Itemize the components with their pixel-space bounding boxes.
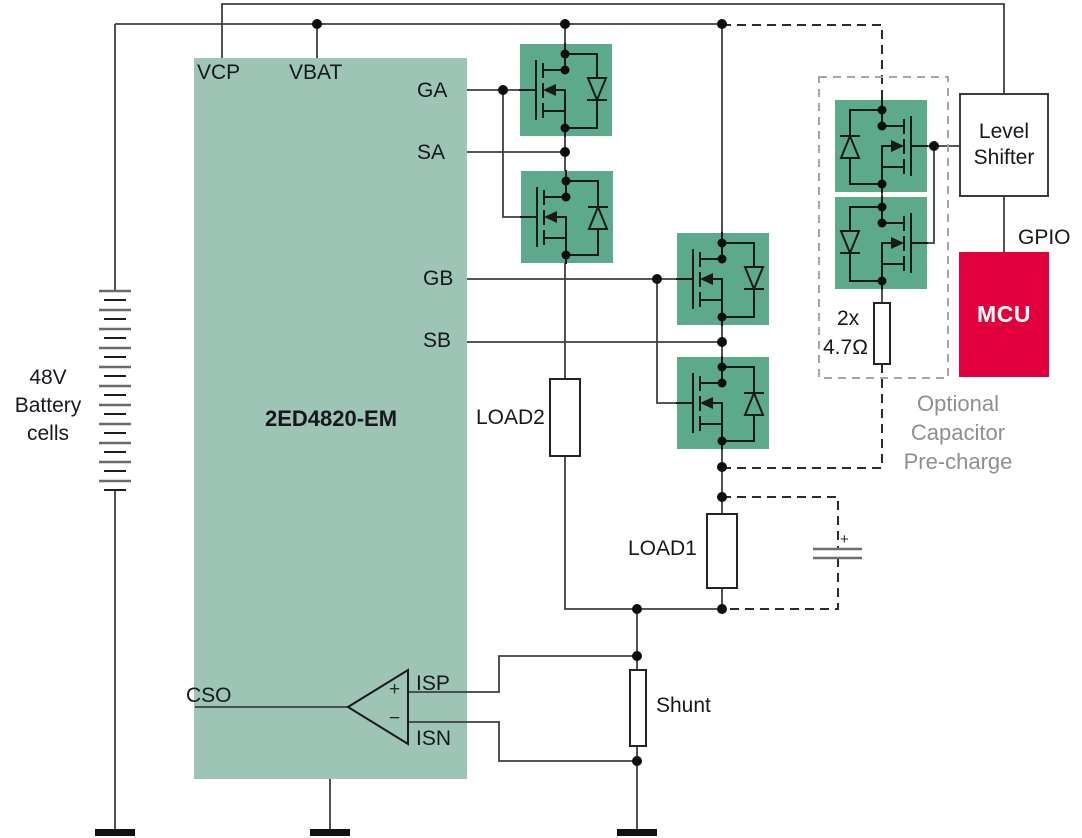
precharge-note: Optional Capacitor Pre-charge bbox=[854, 389, 1062, 476]
battery-label-line2: Battery bbox=[14, 394, 82, 417]
pin-cso: CSO bbox=[186, 684, 232, 707]
level-shifter-label-line1: Level bbox=[978, 120, 1030, 143]
precharge-note-line3: Pre-charge bbox=[903, 449, 1013, 474]
precharge-mosfet-1 bbox=[834, 99, 928, 193]
gpio-label: GPIO bbox=[1018, 226, 1071, 249]
shunt-resistor bbox=[629, 669, 647, 747]
precharge-resistor bbox=[873, 302, 891, 365]
amp-minus-sign: − bbox=[389, 708, 401, 729]
battery-label-line3: cells bbox=[26, 422, 69, 445]
load2-label: LOAD2 bbox=[476, 406, 545, 429]
pin-sb: SB bbox=[423, 329, 452, 352]
precharge-enclosure-box bbox=[818, 76, 949, 379]
amp-plus-sign: + bbox=[389, 679, 401, 700]
precharge-resistor-qty: 2x bbox=[837, 307, 860, 330]
load1-resistor bbox=[706, 513, 738, 589]
chip-name: 2ED4820-EM bbox=[264, 406, 398, 431]
capacitor-dashed-branch bbox=[722, 496, 839, 610]
capacitor-polarity: + bbox=[840, 531, 849, 548]
battery-label: 48V Battery cells bbox=[0, 364, 96, 448]
load2-resistor bbox=[549, 378, 581, 457]
battery-symbol bbox=[99, 24, 131, 829]
battery-label-line1: 48V bbox=[29, 366, 67, 389]
shunt-label: Shunt bbox=[656, 694, 711, 717]
mosfet-gb bbox=[676, 232, 770, 326]
capacitor-symbol bbox=[813, 547, 862, 560]
level-shifter-box: Level Shifter bbox=[959, 93, 1049, 197]
precharge-note-line2: Capacitor bbox=[910, 420, 1006, 445]
pin-vcp: VCP bbox=[197, 61, 241, 84]
mcu-box: MCU bbox=[959, 252, 1049, 377]
precharge-resistor-value: 4.7Ω bbox=[823, 336, 868, 359]
pin-vbat: VBAT bbox=[289, 61, 343, 84]
mcu-label: MCU bbox=[977, 301, 1031, 327]
load1-label: LOAD1 bbox=[628, 537, 697, 560]
precharge-note-line1: Optional bbox=[917, 391, 999, 416]
pin-ga: GA bbox=[417, 79, 448, 102]
pin-isn: ISN bbox=[416, 727, 452, 750]
ground-symbols bbox=[95, 829, 657, 836]
pin-sa: SA bbox=[417, 141, 446, 164]
pin-gb: GB bbox=[423, 267, 454, 290]
precharge-mosfet-2 bbox=[834, 196, 928, 290]
mosfet-sa bbox=[520, 170, 614, 264]
level-shifter-label-line2: Shifter bbox=[973, 146, 1035, 169]
mosfet-sb bbox=[676, 356, 770, 450]
mosfet-ga bbox=[519, 43, 613, 137]
pin-isp: ISP bbox=[416, 672, 450, 695]
